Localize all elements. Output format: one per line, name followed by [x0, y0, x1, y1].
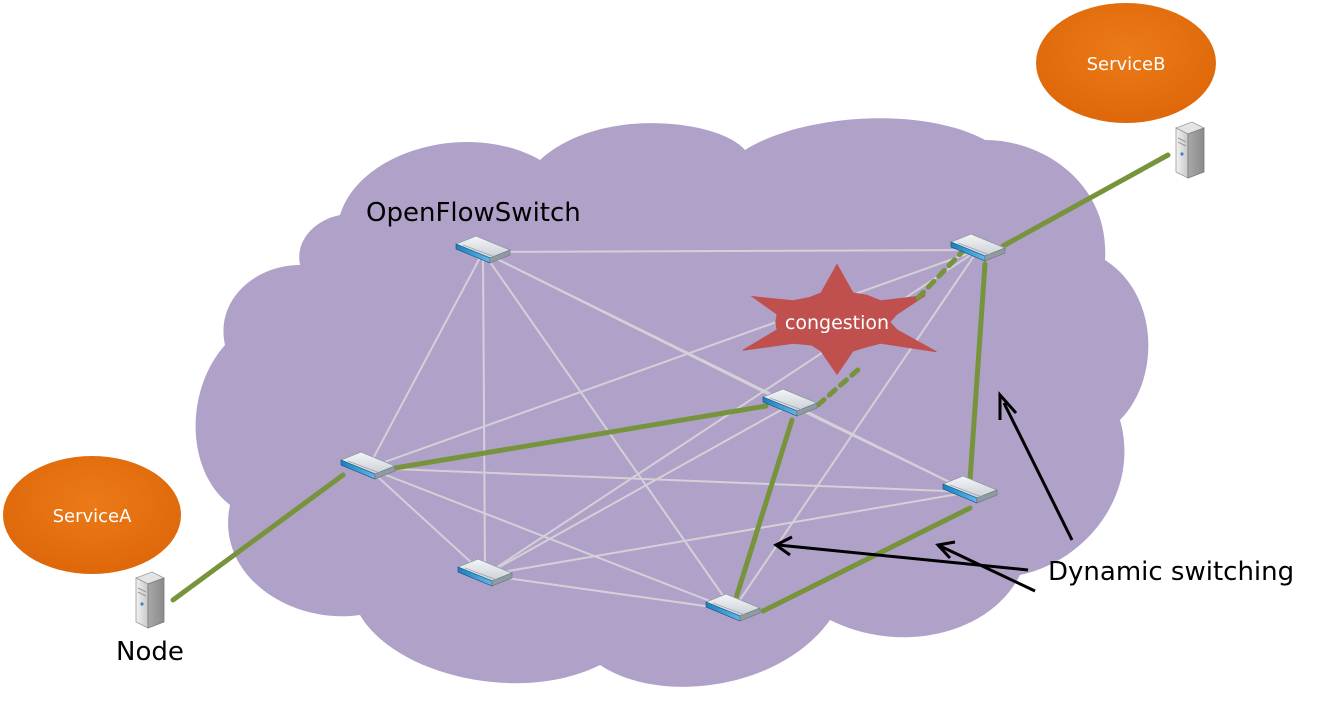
server-icon [135, 571, 165, 629]
arrow [1002, 402, 1074, 541]
congestion-label: congestion [785, 312, 889, 334]
network-cloud [195, 118, 1149, 687]
path-link [967, 261, 988, 483]
service-b-label: ServiceB [1087, 54, 1166, 75]
arrow-head [773, 535, 793, 557]
path-link [392, 403, 769, 471]
path-link [760, 505, 973, 614]
path-link [733, 417, 795, 601]
mesh-link [367, 467, 486, 576]
dynamic-switching-label: Dynamic switching [1048, 557, 1294, 587]
mesh-links [367, 249, 979, 611]
switch-label: OpenFlowSwitch [366, 198, 581, 228]
openflow-switch-icon [949, 233, 1007, 262]
node-label: Node [116, 637, 184, 667]
mesh-link [482, 251, 486, 576]
openflow-switch-icon [456, 558, 514, 587]
arrow [777, 543, 1029, 572]
arrow-head [998, 391, 1018, 420]
active-path [170, 152, 1171, 614]
openflow-switch-icon [704, 593, 762, 622]
service-a: ServiceA [3, 456, 181, 574]
mesh-link [367, 249, 979, 469]
mesh-link [367, 251, 484, 469]
arrow [939, 544, 1036, 593]
mesh-link [367, 467, 971, 493]
service-a-label: ServiceA [53, 506, 133, 527]
path-link [1000, 152, 1171, 249]
openflow-switch-icon [339, 451, 397, 480]
openflow-switch-icon [761, 388, 819, 417]
openflow-switch-icon [941, 475, 999, 504]
arrow-head [935, 540, 956, 560]
congested-link [815, 365, 863, 408]
mesh-link [484, 404, 791, 576]
service-b: ServiceB [1036, 3, 1216, 123]
mesh-link [484, 574, 734, 611]
mesh-link [789, 404, 971, 493]
dynamic-switching-arrows [773, 391, 1074, 593]
mesh-link [484, 491, 971, 576]
congested-link [915, 249, 965, 301]
server-icon [1175, 121, 1205, 179]
mesh-link [732, 249, 979, 611]
openflow-switch-icon [454, 235, 512, 264]
congestion-burst: congestion [742, 263, 937, 376]
mesh-link [482, 249, 979, 253]
path-link [170, 472, 346, 603]
